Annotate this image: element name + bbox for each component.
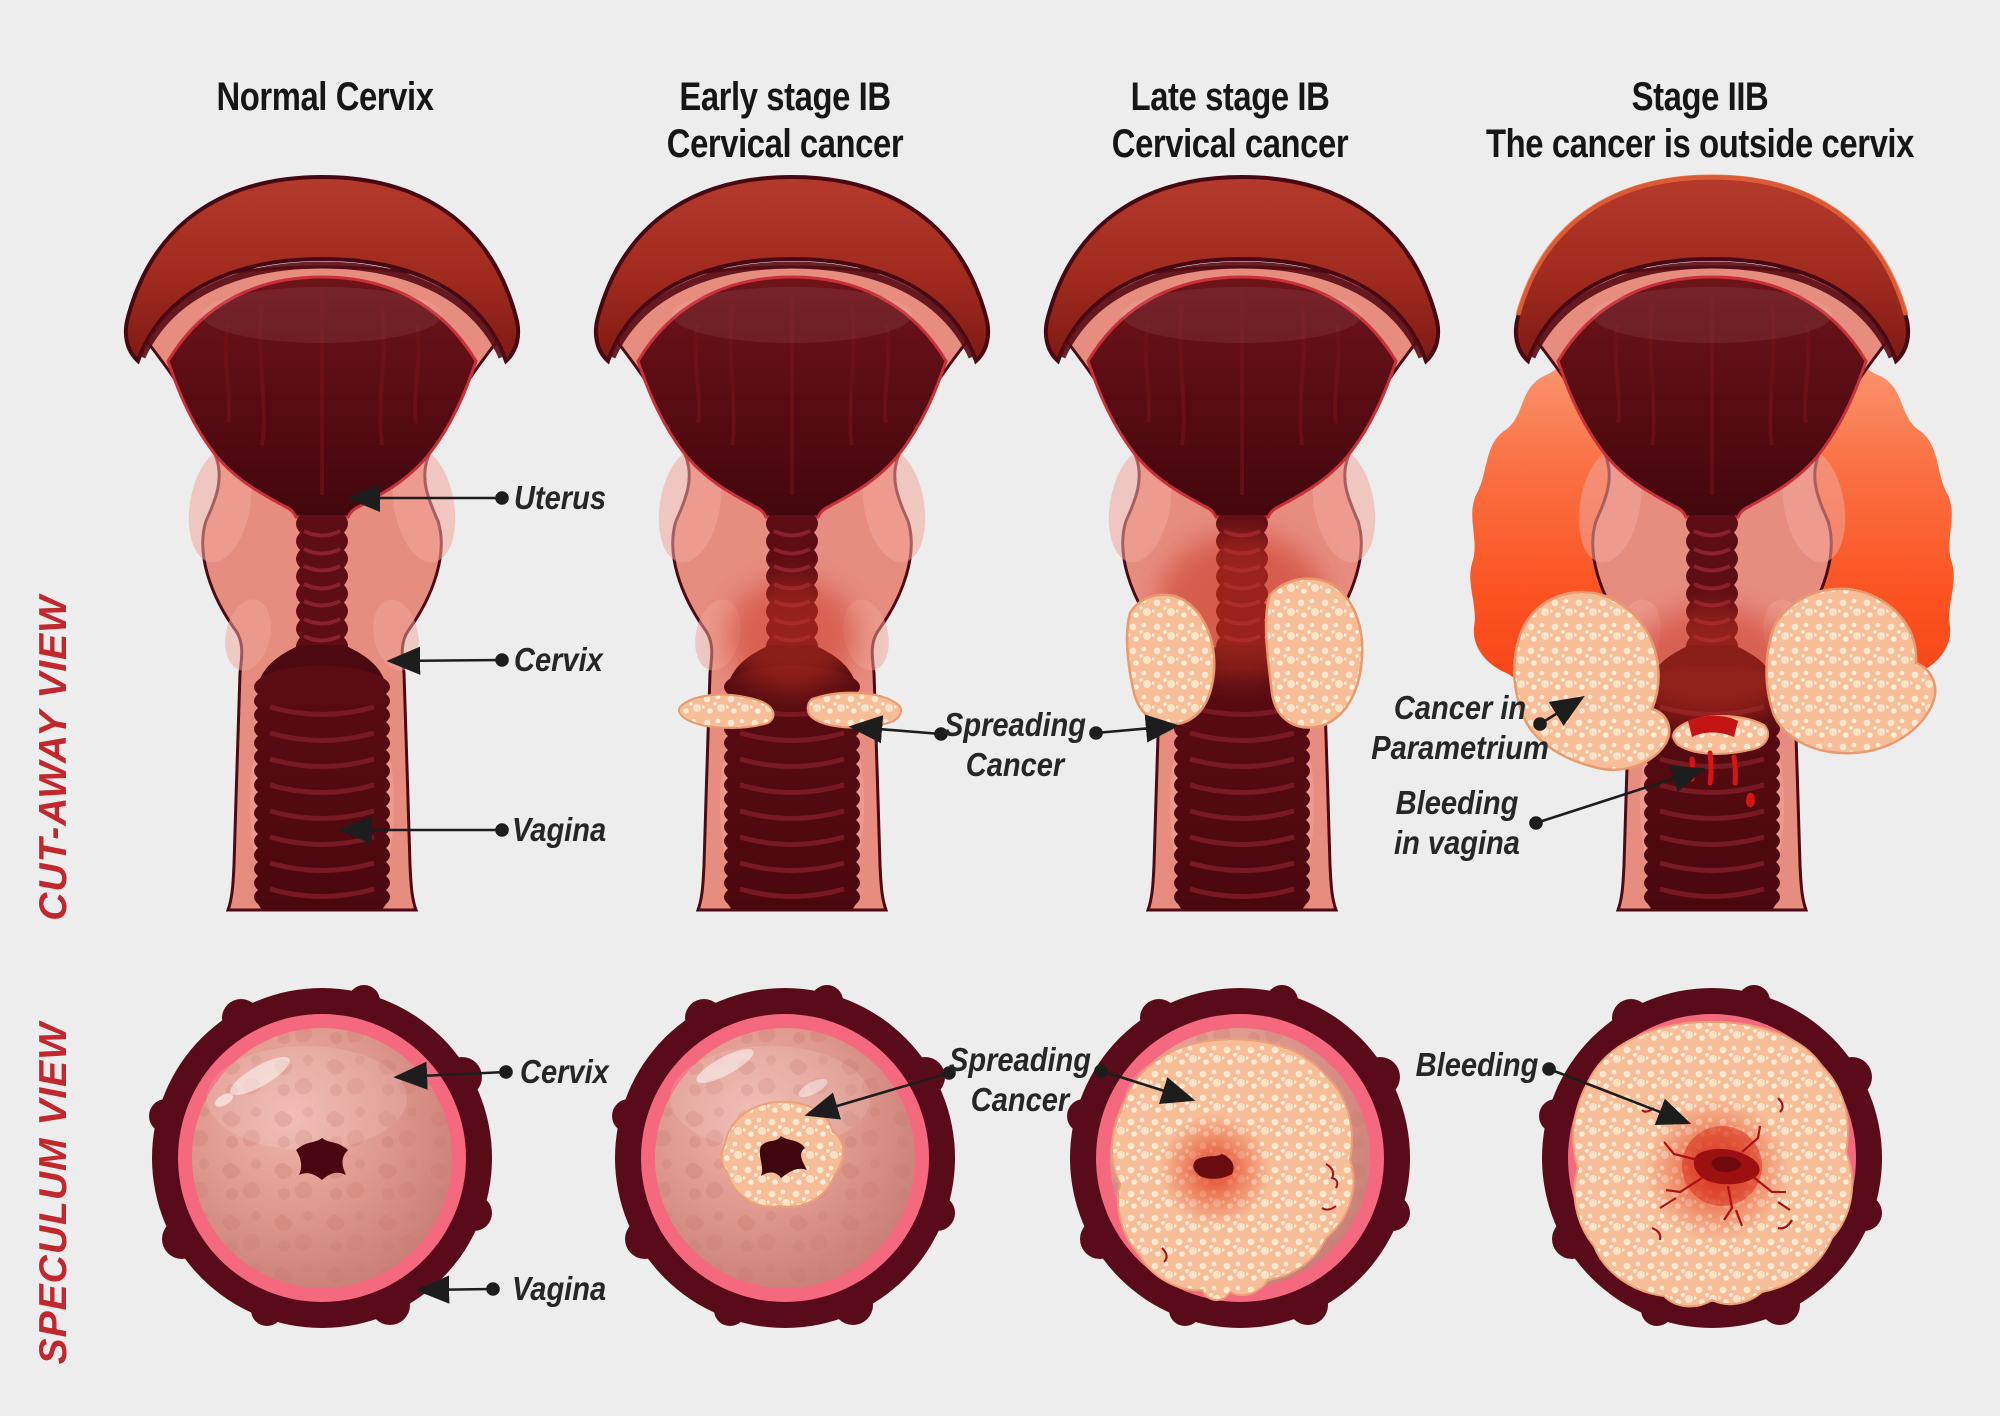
title-line: Late stage IB (1130, 75, 1330, 119)
label-vagina-cutaway: Vagina (512, 811, 607, 848)
label-bleeding-speculum: Bleeding (1415, 1046, 1539, 1083)
leader-vagina-cutaway (338, 815, 509, 845)
label-vagina-speculum: Vagina (512, 1270, 607, 1307)
cutaway-early-stage-ib (596, 177, 988, 910)
column-title-early-stage-ib: Early stage IB Cervical cancer (539, 74, 1031, 168)
row-label-speculum-view: SPECULUM VIEW (32, 1021, 75, 1365)
title-line: Cervical cancer (666, 122, 904, 166)
title-line: Stage IIB (1631, 75, 1769, 119)
leader-vagina-speculum (415, 1275, 500, 1304)
speculum-late-stage-ib (1067, 985, 1410, 1328)
leader-cervix-cutaway (386, 646, 509, 675)
leader-bleeding-in-vagina (1529, 765, 1706, 830)
label-uterus: Uterus (514, 479, 606, 516)
row-label-cutaway-view: CUT-AWAY VIEW (32, 595, 75, 921)
leader-spreading-cancer-cutaway-right (1089, 714, 1180, 743)
column-title-late-stage-ib: Late stage IB Cervical cancer (984, 74, 1476, 168)
leader-bleeding-speculum (1542, 1062, 1692, 1125)
speculum-early-stage-ib (612, 985, 955, 1328)
cutaway-normal-cervix (126, 177, 518, 910)
cutaway-stage-iib (1470, 177, 1954, 910)
title-line: Cervical cancer (1111, 122, 1349, 166)
leader-spreading-cancer-speculum-right (1094, 1064, 1196, 1104)
cutaway-late-stage-ib (1046, 177, 1438, 910)
speculum-normal-cervix (149, 985, 492, 1328)
column-title-stage-iib: Stage IIB The cancer is outside cervix (1454, 74, 1946, 168)
column-title-normal-cervix: Normal Cervix (79, 74, 571, 121)
leader-spreading-cancer-speculum-left (804, 1066, 956, 1120)
label-spreading-cancer-cutaway: Spreading Cancer (944, 706, 1086, 783)
label-bleeding-in-vagina: Bleeding in vagina (1394, 784, 1520, 861)
leader-spreading-cancer-cutaway-left (848, 715, 948, 744)
label-cancer-in-parametrium: Cancer in Parametrium (1371, 689, 1549, 766)
leader-uterus (346, 483, 509, 513)
leader-lines (338, 483, 1706, 1304)
label-spreading-cancer-speculum: Spreading Cancer (949, 1041, 1091, 1118)
speculum-stage-iib (1539, 985, 1882, 1328)
leader-cervix-speculum (393, 1061, 513, 1090)
label-cervix-speculum: Cervix (520, 1053, 609, 1090)
title-line: Normal Cervix (216, 75, 434, 119)
label-cervix-cutaway: Cervix (514, 641, 603, 678)
leader-cancer-in-parametrium (1533, 696, 1585, 731)
title-line: The cancer is outside cervix (1486, 122, 1914, 166)
title-line: Early stage IB (679, 75, 891, 119)
